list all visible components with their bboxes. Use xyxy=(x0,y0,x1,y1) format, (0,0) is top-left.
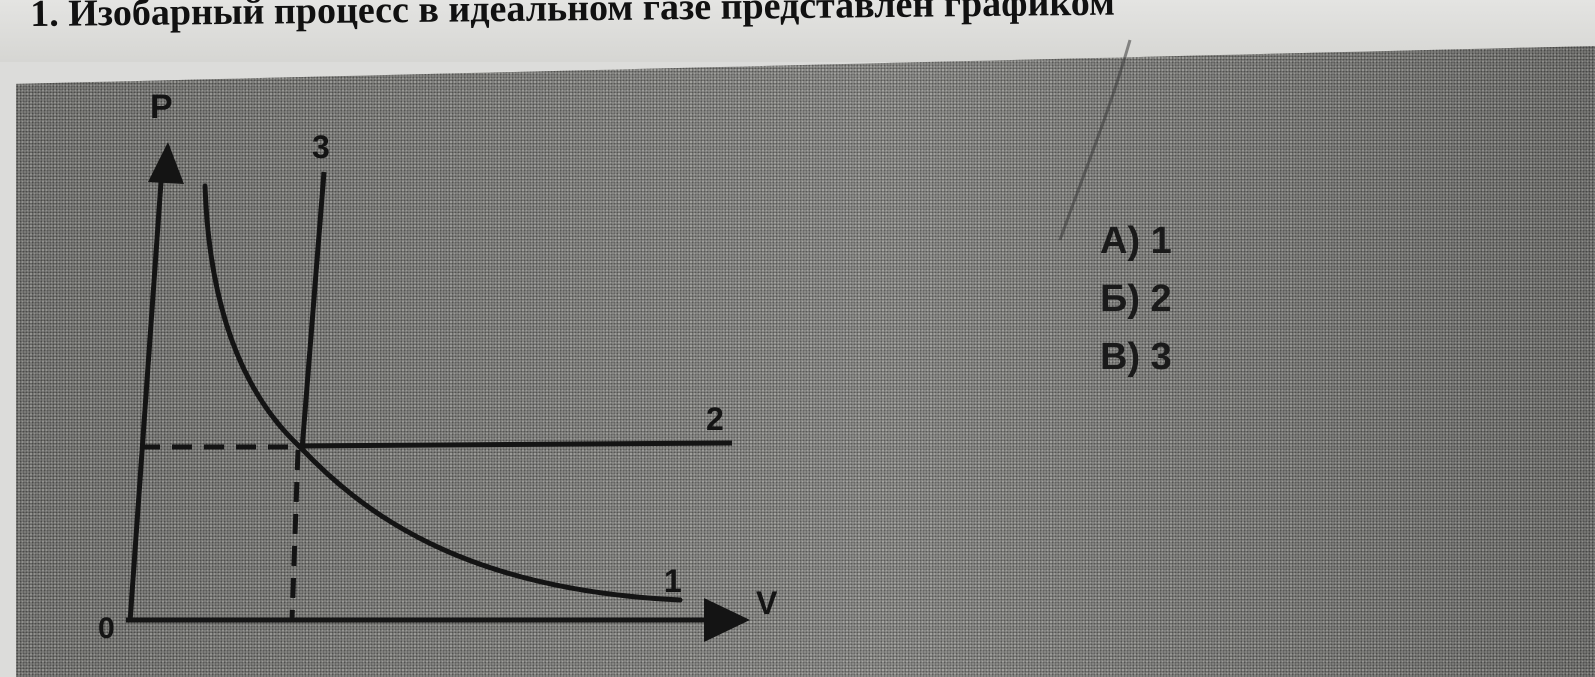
p-axis-arrow xyxy=(148,142,184,184)
p-axis xyxy=(127,167,165,623)
v-axis-label: V xyxy=(756,585,778,621)
answer-option-a[interactable]: А) 1 xyxy=(1100,220,1172,262)
answer-option-c[interactable]: В) 3 xyxy=(1100,336,1172,378)
answer-option-b[interactable]: Б) 2 xyxy=(1100,278,1172,320)
isotherm-label: 1 xyxy=(664,563,682,599)
origin-label: 0 xyxy=(98,612,115,645)
isobar-line xyxy=(297,440,733,449)
isotherm-curve xyxy=(202,183,683,603)
paper-top xyxy=(0,0,1595,62)
halftone-background xyxy=(16,46,1595,677)
page-fold-line xyxy=(1058,39,1132,241)
isochore-line xyxy=(299,171,327,451)
print-shading xyxy=(16,46,1595,677)
v-axis-arrow xyxy=(704,598,750,642)
answer-options: А) 1 Б) 2 В) 3 xyxy=(1100,212,1172,386)
isochore-label: 3 xyxy=(312,129,330,165)
dashed-volume-guide xyxy=(289,449,301,621)
p-axis-label: P xyxy=(150,88,173,126)
isobar-label: 2 xyxy=(706,401,724,437)
